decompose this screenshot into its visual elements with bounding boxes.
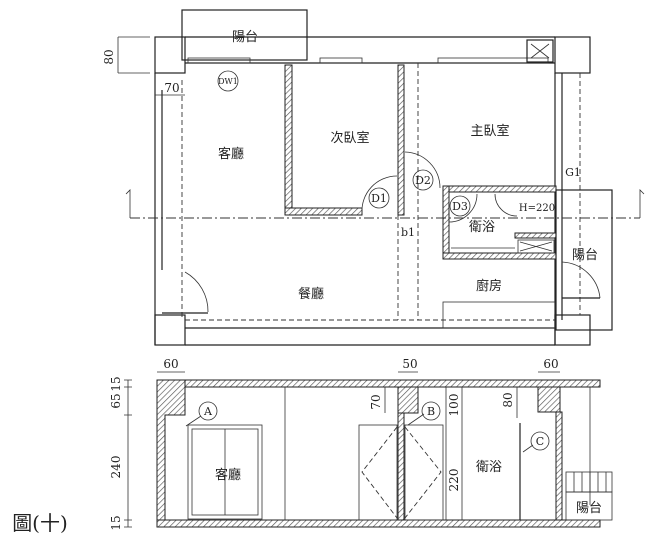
elev-room-bathroom: 衛浴 (476, 460, 502, 475)
dim-80-line (117, 36, 150, 74)
tag-b-leader (407, 413, 425, 426)
tag-dw1-circle (217, 70, 239, 92)
room-kitchen: 廚房 (476, 278, 502, 294)
beam-right (537, 386, 561, 413)
bathroom-wall-left (442, 185, 450, 260)
tag-a-circle (198, 401, 218, 421)
dim-left-240: 240 (109, 456, 123, 479)
dim-left-65: 65 (109, 393, 123, 408)
elev-room-balcony: 陽台 (576, 501, 602, 516)
tag-b: B (427, 405, 435, 418)
duct-box-bath (517, 239, 555, 254)
wall-bottom-left-column (154, 314, 186, 346)
bathroom-wall-bottom (442, 252, 557, 260)
tag-d3: D3 (452, 200, 468, 213)
ceiling-slab (156, 379, 601, 388)
dim-top-right: 60 (543, 357, 558, 371)
left-wall-section (156, 379, 186, 521)
inner-dim-lines (384, 387, 518, 520)
elev-room-living: 客廳 (215, 467, 241, 483)
tag-c: C (536, 435, 544, 448)
room-dining: 餐廳 (298, 286, 324, 302)
partition-wall (397, 64, 405, 216)
door-d3-swing (448, 193, 478, 223)
partition-section (397, 412, 405, 521)
kitchen-counter (442, 301, 556, 329)
beam-mid (397, 386, 419, 414)
balcony-door-swing (561, 261, 601, 299)
window-1 (187, 57, 251, 64)
tag-g1: G1 (565, 166, 581, 179)
room-second-bedroom: 次臥室 (330, 130, 369, 146)
dim-80-label: 80 (102, 49, 116, 64)
living-window-frame (187, 424, 263, 520)
door-b-left (358, 424, 398, 521)
duct-cross-icon (530, 43, 550, 59)
balcony-railing (565, 471, 613, 493)
duct-box-top (526, 39, 554, 63)
window-3 (437, 57, 549, 64)
bath-door-swing (494, 193, 518, 217)
dim-beam-70: 70 (369, 394, 383, 409)
balcony-parapet (565, 491, 613, 521)
tag-b-circle (421, 401, 441, 421)
room-bathroom: 衛浴 (469, 220, 495, 235)
left-dim-line (124, 379, 132, 528)
entry-door-swing (184, 271, 209, 313)
floor-slab (156, 519, 601, 528)
duct-cross-icon (519, 241, 553, 252)
tag-h220: H=220 (519, 203, 555, 214)
section-elevation: 60 50 60 15 65 240 15 70 100 80 220 A B … (109, 357, 613, 531)
dim-door-220: 220 (447, 469, 461, 492)
room-balcony-right: 陽台 (572, 248, 598, 263)
tag-d2-circle (412, 169, 434, 191)
tag-d1: D1 (371, 192, 387, 205)
room-living: 客廳 (218, 146, 244, 162)
second-bedroom-wall-bottom (284, 207, 363, 216)
dim-top-left: 60 (163, 357, 178, 371)
window-2 (319, 57, 363, 64)
room-master-bedroom: 主臥室 (470, 123, 509, 139)
tag-a-leader (185, 415, 202, 427)
wall-top-left-column (154, 36, 186, 74)
wall-top-right-column (554, 36, 591, 74)
tag-d2: D2 (415, 174, 431, 187)
dim-left-15-top: 15 (109, 376, 123, 391)
door-d2-swing (404, 151, 441, 189)
dim-70-label: 70 (164, 81, 179, 95)
dim-beam-100: 100 (447, 394, 461, 417)
section-arrows (125, 189, 645, 218)
balcony-right-outline (555, 189, 613, 331)
tag-d1-circle (368, 187, 390, 209)
second-bedroom-wall-left (284, 64, 293, 216)
tag-c-leader (522, 444, 534, 453)
balcony-top-outline (181, 9, 308, 61)
figure-caption: 圖(十) (12, 511, 68, 535)
dim-beam-80: 80 (501, 392, 515, 407)
tag-c-circle (530, 431, 550, 451)
bathroom-wall-inner (514, 232, 557, 239)
bathroom-wall-top (442, 185, 557, 193)
tag-dw1: DW1 (218, 77, 238, 86)
tag-b1: b1 (401, 226, 415, 239)
dim-left-15-bottom: 15 (109, 515, 123, 530)
door-b-right (404, 424, 444, 521)
tag-d3-circle (449, 195, 471, 217)
door-swing-indicator (361, 426, 442, 519)
room-balcony-top: 陽台 (232, 30, 258, 45)
railing-bars (573, 472, 607, 492)
door-d1-swing (361, 175, 398, 214)
dim-top-mid: 50 (402, 357, 417, 371)
floor-plan: 80 70 DW1 D1 D2 D3 G1 b1 H=220 陽台 客廳 次臥室… (102, 9, 645, 346)
right-wall-section (555, 411, 563, 521)
tag-a: A (203, 405, 213, 418)
